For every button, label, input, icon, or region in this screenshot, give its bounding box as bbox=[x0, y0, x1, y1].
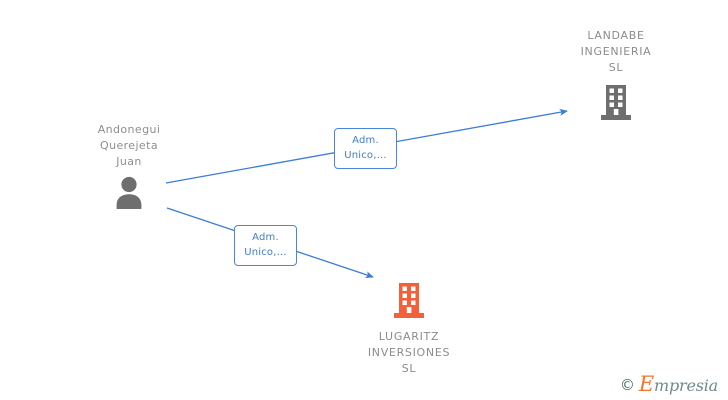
node-landabe-label: LANDABE INGENIERIA SL bbox=[580, 29, 652, 74]
node-person-label: Andonegui Querejeta Juan bbox=[97, 123, 161, 168]
edge-label-adm-unico-lugaritz[interactable]: Adm. Unico,... bbox=[234, 225, 297, 266]
node-person-andonegui-querejeta-juan[interactable]: Andonegui Querejeta Juan bbox=[59, 122, 199, 213]
building-icon bbox=[600, 83, 632, 125]
watermark-empresia: © Empresia bbox=[619, 374, 718, 395]
watermark-rest: mpresia bbox=[654, 376, 718, 395]
copyright-icon: © bbox=[619, 375, 635, 394]
watermark-brand: Empresia bbox=[639, 374, 718, 395]
node-company-lugaritz-inversiones-sl[interactable]: LUGARITZ INVERSIONES SL bbox=[339, 281, 479, 377]
edge-label-adm-unico-landabe[interactable]: Adm. Unico,... bbox=[334, 128, 397, 169]
node-lugaritz-label: LUGARITZ INVERSIONES SL bbox=[367, 330, 451, 375]
node-company-landabe-ingenieria-sl[interactable]: LANDABE INGENIERIA SL bbox=[546, 28, 686, 125]
watermark-initial: E bbox=[638, 372, 654, 396]
building-icon bbox=[393, 281, 425, 323]
person-icon bbox=[106, 175, 152, 213]
